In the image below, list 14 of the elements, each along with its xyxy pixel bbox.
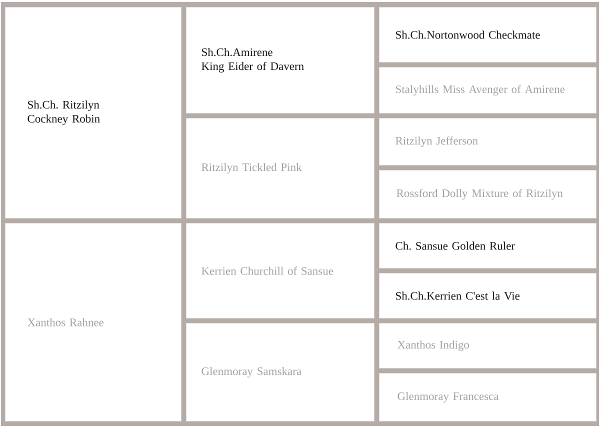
pedigree-cell: Sh.Ch. Ritzilyn Cockney Robin — [5, 7, 182, 218]
pedigree-cell: Xanthos Rahnee — [5, 223, 182, 422]
pedigree-cell: Kerrien Churchill of Sansue — [186, 223, 374, 318]
pedigree-cell: Xanthos Indigo — [379, 323, 596, 368]
pedigree-cell: Ch. Sansue Golden Ruler — [379, 223, 596, 268]
pedigree-cell: Glenmoray Francesca — [379, 373, 596, 422]
pedigree-cell: Stalyhills Miss Avenger of Amirene — [379, 67, 596, 114]
pedigree-cell: Glenmoray Samskara — [186, 323, 374, 422]
pedigree-cell: Ritzilyn Jefferson — [379, 118, 596, 166]
pedigree-cell: Sh.Ch.Kerrien C'est la Vie — [379, 273, 596, 318]
pedigree-cell: Sh.Ch.Amirene King Eider of Davern — [186, 7, 374, 114]
pedigree-cell: Sh.Ch.Nortonwood Checkmate — [379, 7, 596, 62]
pedigree-cell: Ritzilyn Tickled Pink — [186, 118, 374, 218]
pedigree-cell: Rossford Dolly Mixture of Ritzilyn — [379, 170, 596, 218]
